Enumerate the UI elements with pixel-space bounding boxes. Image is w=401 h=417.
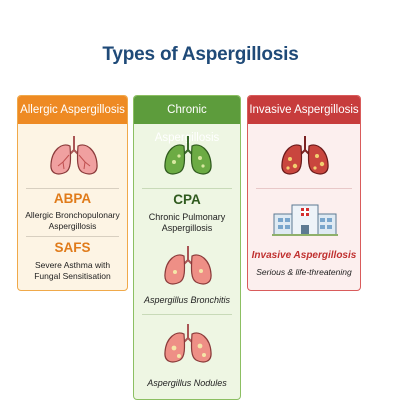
page-title: Types of Aspergillosis (102, 44, 299, 65)
chronic-column: Chronic Aspergillosis CPA Chronic Pulmon… (133, 95, 241, 400)
lungs-icon (164, 136, 212, 175)
allergic-column: Allergic Aspergillosis ABPA Allergic Bro… (17, 95, 128, 291)
divider (26, 188, 119, 189)
lungs-icon (164, 324, 212, 363)
cpa-description: Chronic Pulmonary Aspergillosis (148, 212, 226, 233)
lungs-icon (50, 136, 98, 175)
safs-label: SAFS (54, 240, 91, 255)
divider (142, 188, 232, 189)
divider (142, 314, 232, 315)
invasive-column: Invasive Aspergillosis Invasive Aspergil… (247, 95, 361, 291)
hospital-icon (272, 204, 338, 236)
abpa-label: ABPA (53, 191, 92, 206)
bronchitis-label: Aspergillus Bronchitis (143, 295, 231, 305)
invasive-label: Invasive Aspergillosis (251, 250, 357, 261)
chronic-header: Chronic Aspergillosis (134, 96, 240, 144)
lungs-icon (281, 136, 329, 175)
invasive-header: Invasive Aspergillosis (248, 96, 360, 124)
allergic-header: Allergic Aspergillosis (18, 96, 127, 124)
abpa-description: Allergic Bronchopulonary Aspergillosis (25, 210, 120, 231)
divider (256, 188, 352, 189)
safs-description: Severe Asthma with Fungal Sensitisation (34, 260, 111, 281)
nodules-label: Aspergillus Nodules (147, 378, 227, 388)
divider (26, 236, 119, 237)
cpa-label: CPA (173, 192, 201, 207)
invasive-subtext: Serious & life-threatening (256, 267, 352, 277)
lungs-icon (164, 246, 212, 285)
